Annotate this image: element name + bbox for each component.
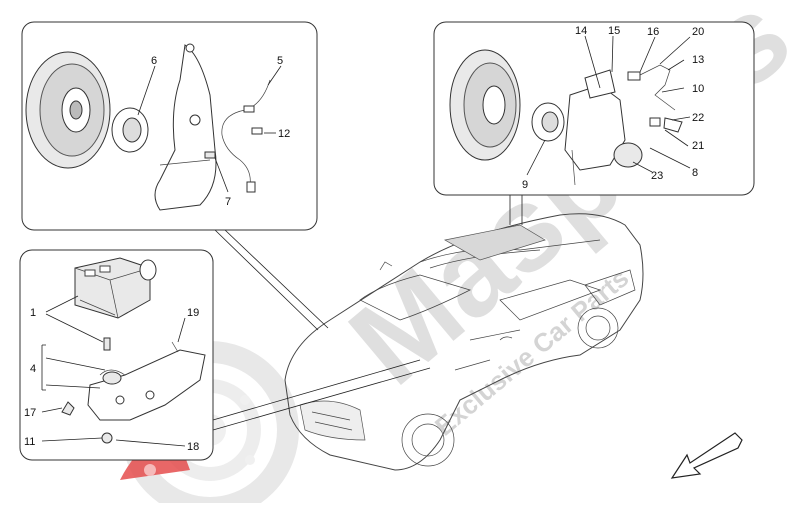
rear-brake-disc bbox=[449, 49, 521, 161]
abs-nut bbox=[61, 401, 75, 416]
callout-14: 14 bbox=[575, 25, 587, 37]
callout-6: 6 bbox=[151, 55, 157, 67]
callout-8: 8 bbox=[692, 167, 698, 179]
callout-5: 5 bbox=[277, 55, 283, 67]
callout-19: 19 bbox=[187, 307, 199, 319]
callout-10: 10 bbox=[692, 83, 704, 95]
callout-20: 20 bbox=[692, 26, 704, 38]
callout-11: 11 bbox=[24, 436, 35, 448]
front-bolt bbox=[204, 151, 216, 159]
callout-22: 22 bbox=[692, 112, 704, 124]
panel-rear-brake: 14 15 16 20 13 10 22 21 9 23 8 bbox=[433, 21, 755, 196]
front-wheel-hub bbox=[111, 107, 149, 153]
vehicle-outline bbox=[284, 213, 644, 471]
callout-7: 7 bbox=[225, 196, 231, 208]
callout-1: 1 bbox=[30, 307, 36, 319]
rear-wheel-speed-sensor bbox=[627, 64, 683, 133]
abs-screw bbox=[171, 341, 179, 353]
callout-15: 15 bbox=[608, 25, 620, 37]
callout-13: 13 bbox=[692, 54, 704, 66]
rear-knuckle bbox=[564, 69, 626, 186]
abs-control-unit bbox=[74, 257, 157, 319]
callout-23: 23 bbox=[651, 170, 663, 182]
abs-bracket bbox=[87, 349, 206, 421]
callout-21: 21 bbox=[692, 140, 704, 152]
callout-16: 16 bbox=[647, 26, 659, 38]
rear-dust-shield bbox=[613, 142, 643, 168]
abs-stud bbox=[103, 337, 111, 351]
callout-4: 4 bbox=[30, 363, 36, 375]
direction-arrow-icon bbox=[670, 432, 743, 479]
front-knuckle bbox=[154, 43, 217, 211]
callout-9: 9 bbox=[522, 179, 528, 191]
callout-18: 18 bbox=[187, 441, 199, 453]
front-brake-disc bbox=[25, 51, 111, 169]
panel-front-brake: 6 5 12 7 bbox=[21, 21, 318, 231]
front-wheel-speed-sensor bbox=[221, 79, 271, 193]
callout-17: 17 bbox=[24, 407, 36, 419]
rear-wheel-hub bbox=[531, 102, 565, 142]
abs-bolt bbox=[101, 432, 113, 444]
callout-12: 12 bbox=[278, 128, 290, 140]
panel-leader-lines bbox=[212, 195, 523, 431]
panel-abs-unit: 1 19 4 17 11 18 bbox=[19, 249, 214, 461]
